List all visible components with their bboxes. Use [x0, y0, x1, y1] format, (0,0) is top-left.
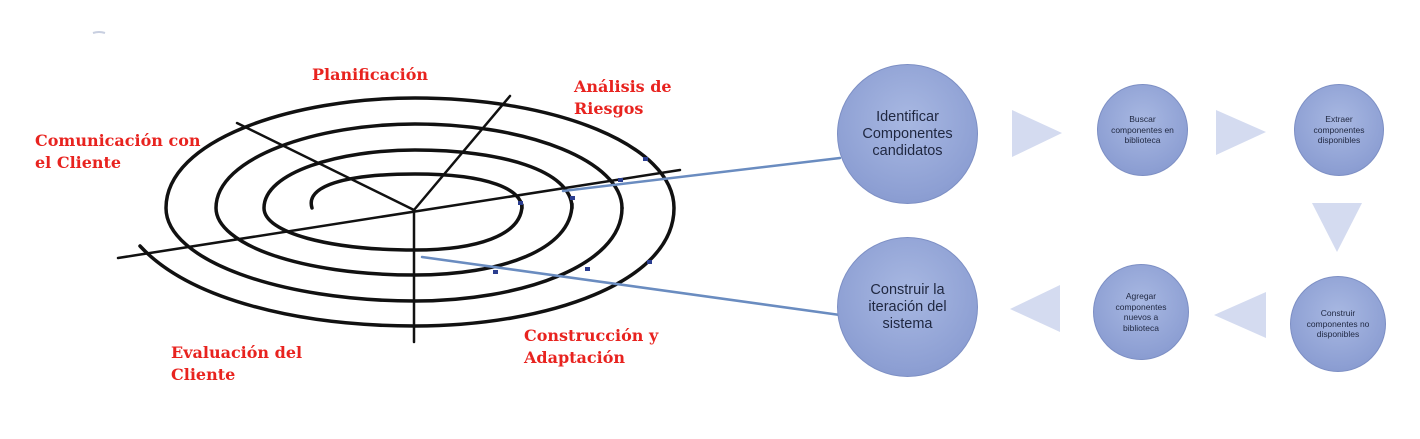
node-label: Extraer componentes disponibles [1313, 114, 1365, 146]
spiral-ring-2 [214, 122, 624, 277]
phase-label-construccion-adaptacion: Construcción y Adaptación [524, 326, 659, 367]
node-construir-componentes-no-disponibles: Construir componentes no disponibles [1290, 276, 1386, 372]
arrow-down [1312, 203, 1362, 252]
spoke-upper-left [235, 121, 416, 212]
node-extraer-componentes: Extraer componentes disponibles [1294, 84, 1384, 176]
spiral-axes [116, 94, 682, 344]
marker [570, 196, 575, 200]
arrow-right-1 [1012, 110, 1062, 157]
marker [518, 201, 523, 205]
marker [647, 260, 652, 264]
marker [643, 157, 648, 161]
horizontal-axis [116, 168, 682, 260]
connector-to-identificar [561, 156, 842, 193]
phase-label-evaluacion-cliente: Evaluación del Cliente [171, 343, 303, 384]
node-label: Construir componentes no disponibles [1306, 308, 1370, 340]
node-identificar-componentes: Identificar Componentes candidatos [837, 64, 978, 204]
marker [618, 178, 623, 182]
node-label: Identificar Componentes candidatos [862, 108, 953, 159]
arrow-left-1 [1214, 292, 1266, 338]
ring-markers [493, 157, 652, 274]
node-label: Buscar componentes en biblioteca [1111, 114, 1174, 146]
connectors [420, 156, 842, 317]
node-label: Construir la iteración del sistema [868, 281, 947, 332]
marker [493, 270, 498, 274]
marker [585, 267, 590, 271]
arrow-left-2 [1010, 285, 1060, 332]
phase-label-analisis-riesgos: Análisis de Riesgos [574, 77, 672, 118]
phase-label-planificacion: Planificación [312, 65, 429, 84]
node-label: Agregar componentes nuevos a biblioteca [1115, 291, 1167, 333]
node-buscar-componentes: Buscar componentes en biblioteca [1097, 84, 1188, 176]
connector-to-construir-iteracion [420, 255, 842, 317]
flow-arrows [1010, 110, 1362, 338]
arrow-right-2 [1216, 110, 1266, 155]
stray-mark [92, 31, 106, 34]
spiral-ring-1 [262, 148, 574, 252]
spoke-upper-right [412, 94, 512, 212]
node-agregar-componentes: Agregar componentes nuevos a biblioteca [1093, 264, 1189, 360]
spiral-center-turn [309, 172, 524, 210]
phase-label-comunicacion-cliente: Comunicación con el Cliente [35, 131, 201, 172]
node-construir-iteracion-sistema: Construir la iteración del sistema [837, 237, 978, 377]
